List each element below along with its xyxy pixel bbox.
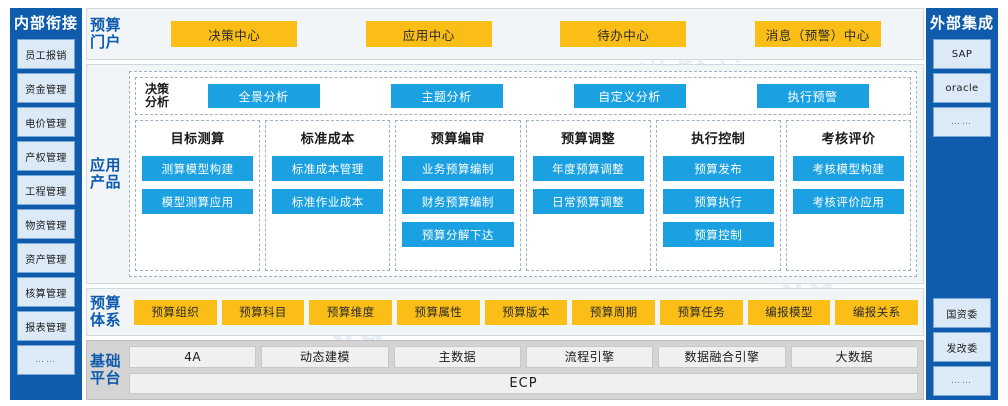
decision-analysis-label: 决策分析 <box>144 82 169 109</box>
rail-item-accounting-management[interactable]: 核算管理 <box>17 277 75 307</box>
module-title: 执行控制 <box>691 132 746 147</box>
portal-item-todo-center[interactable]: 待办中心 <box>560 21 687 47</box>
module-item-calc-model-build[interactable]: 测算模型构建 <box>142 156 254 181</box>
system-item-dimension[interactable]: 预算维度 <box>309 299 393 325</box>
base-item-process-engine[interactable]: 流程引擎 <box>525 346 654 368</box>
rail-item-sap[interactable]: SAP <box>933 39 991 69</box>
module-title: 预算编审 <box>430 132 485 147</box>
portal-item-application-center[interactable]: 应用中心 <box>365 21 492 47</box>
module-item-budget-control[interactable]: 预算控制 <box>662 222 774 247</box>
system-item-task[interactable]: 预算任务 <box>660 299 743 325</box>
rail-item-fund-management[interactable]: 资金管理 <box>17 73 75 103</box>
budget-system-label: 预算体系 <box>90 294 122 329</box>
module-item-business-budget[interactable]: 业务预算编制 <box>402 156 514 181</box>
rail-item-more-agencies[interactable]: …… <box>933 366 991 396</box>
modules-row: 目标测算 测算模型构建 模型测算应用 标准成本 标准成本管理 标准作业成本 预算… <box>135 120 912 271</box>
module-item-budget-release[interactable]: 预算发布 <box>662 156 774 181</box>
internal-connection-rail: 内部衔接 员工报销 资金管理 电价管理 产权管理 工程管理 物资管理 资产管理 … <box>10 8 82 400</box>
rail-item-employee-reimbursement[interactable]: 员工报销 <box>17 39 75 69</box>
module-item-standard-activity-cost[interactable]: 标准作业成本 <box>272 189 384 214</box>
rail-item-more-systems[interactable]: …… <box>933 107 991 137</box>
decision-analysis-items: 全景分析 主题分析 自定义分析 执行预警 <box>172 84 904 108</box>
analysis-item-early-warning[interactable]: 执行预警 <box>756 84 869 108</box>
module-item-assessment-model[interactable]: 考核模型构建 <box>792 156 905 181</box>
base-item-ecp[interactable]: ECP <box>129 372 918 394</box>
budget-portal-band: 预算门户 决策中心 应用中心 待办中心 消息（预警）中心 <box>86 8 924 60</box>
module-item-annual-adjustment[interactable]: 年度预算调整 <box>532 156 644 181</box>
rail-item-ndrc[interactable]: 发改委 <box>933 332 991 362</box>
rail-item-asset-management[interactable]: 资产管理 <box>17 243 75 273</box>
portal-item-message-center[interactable]: 消息（预警）中心 <box>754 21 881 47</box>
module-assessment-evaluation: 考核评价 考核模型构建 考核评价应用 <box>785 120 912 271</box>
rail-item-report-management[interactable]: 报表管理 <box>17 311 75 341</box>
application-products-body: 决策分析 全景分析 主题分析 自定义分析 执行预警 目标测算 测算模型构建 模型… <box>129 71 917 277</box>
system-item-version[interactable]: 预算版本 <box>484 299 568 325</box>
module-item-calc-model-apply[interactable]: 模型测算应用 <box>142 189 254 214</box>
rail-item-equity-management[interactable]: 产权管理 <box>17 141 75 171</box>
system-item-organization[interactable]: 预算组织 <box>134 299 217 325</box>
base-item-big-data[interactable]: 大数据 <box>790 346 918 368</box>
module-standard-cost: 标准成本 标准成本管理 标准作业成本 <box>265 120 391 271</box>
right-rail-title: 外部集成 <box>929 14 994 32</box>
module-title: 预算调整 <box>561 132 616 147</box>
module-title: 考核评价 <box>821 132 876 147</box>
rail-item-sasac[interactable]: 国资委 <box>933 298 991 328</box>
rail-item-material-management[interactable]: 物资管理 <box>17 209 75 239</box>
decision-analysis-row: 决策分析 全景分析 主题分析 自定义分析 执行预警 <box>135 77 911 115</box>
module-item-standard-cost-mgmt[interactable]: 标准成本管理 <box>272 156 384 181</box>
base-platform-label: 基础平台 <box>90 352 122 387</box>
base-item-4a[interactable]: 4A <box>129 346 257 368</box>
module-item-financial-budget[interactable]: 财务预算编制 <box>402 189 514 214</box>
budget-system-band: 预算体系 预算组织 预算科目 预算维度 预算属性 预算版本 预算周期 预算任务 … <box>86 288 924 336</box>
rail-item-project-management[interactable]: 工程管理 <box>17 175 75 205</box>
module-budget-adjustment: 预算调整 年度预算调整 日常预算调整 <box>525 120 651 271</box>
base-platform-body: 4A 动态建模 主数据 流程引擎 数据融合引擎 大数据 ECP <box>129 341 923 399</box>
system-item-attribute[interactable]: 预算属性 <box>397 299 480 325</box>
base-platform-band: 基础平台 4A 动态建模 主数据 流程引擎 数据融合引擎 大数据 ECP <box>86 340 924 400</box>
base-item-master-data[interactable]: 主数据 <box>393 346 521 368</box>
budget-portal-label: 预算门户 <box>90 16 122 51</box>
rail-item-price-management[interactable]: 电价管理 <box>17 107 75 137</box>
portal-item-decision-center[interactable]: 决策中心 <box>171 21 298 47</box>
base-item-data-fusion-engine[interactable]: 数据融合引擎 <box>658 346 786 368</box>
analysis-item-panoramic[interactable]: 全景分析 <box>207 84 320 108</box>
center-stack: 预算门户 决策中心 应用中心 待办中心 消息（预警）中心 应用产品 决策分析 全… <box>86 8 924 400</box>
analysis-item-thematic[interactable]: 主题分析 <box>390 84 503 108</box>
base-platform-items: 4A 动态建模 主数据 流程引擎 数据融合引擎 大数据 <box>129 346 918 368</box>
module-title: 目标测算 <box>170 132 225 147</box>
module-execution-control: 执行控制 预算发布 预算执行 预算控制 <box>655 120 781 271</box>
system-item-report-relation[interactable]: 编报关系 <box>835 299 919 325</box>
module-item-budget-breakdown[interactable]: 预算分解下达 <box>402 222 514 247</box>
module-item-assessment-apply[interactable]: 考核评价应用 <box>792 189 905 214</box>
module-target-calculation: 目标测算 测算模型构建 模型测算应用 <box>135 120 261 271</box>
left-rail-title: 内部衔接 <box>13 14 78 32</box>
budget-system-items: 预算组织 预算科目 预算维度 预算属性 预算版本 预算周期 预算任务 编报模型 … <box>129 289 923 335</box>
system-item-cycle[interactable]: 预算周期 <box>572 299 656 325</box>
base-item-dynamic-modeling[interactable]: 动态建模 <box>261 346 389 368</box>
module-title: 标准成本 <box>300 132 355 147</box>
module-budget-preparation: 预算编审 业务预算编制 财务预算编制 预算分解下达 <box>395 120 521 271</box>
analysis-item-custom[interactable]: 自定义分析 <box>573 84 686 108</box>
application-products-label: 应用产品 <box>90 156 122 191</box>
external-integration-rail: 外部集成 SAP oracle …… 国资委 发改委 …… <box>926 8 998 400</box>
module-item-daily-adjustment[interactable]: 日常预算调整 <box>532 189 644 214</box>
rail-item-oracle[interactable]: oracle <box>933 73 991 103</box>
base-platform-footer-row: ECP <box>129 372 918 394</box>
application-products-band: 应用产品 决策分析 全景分析 主题分析 自定义分析 执行预警 目标测算 测算模型… <box>86 64 924 284</box>
system-item-report-model[interactable]: 编报模型 <box>747 299 831 325</box>
module-item-budget-execution[interactable]: 预算执行 <box>662 189 774 214</box>
system-item-subject[interactable]: 预算科目 <box>221 299 305 325</box>
rail-item-more[interactable]: …… <box>17 345 75 375</box>
budget-portal-items: 决策中心 应用中心 待办中心 消息（预警）中心 <box>129 9 923 59</box>
